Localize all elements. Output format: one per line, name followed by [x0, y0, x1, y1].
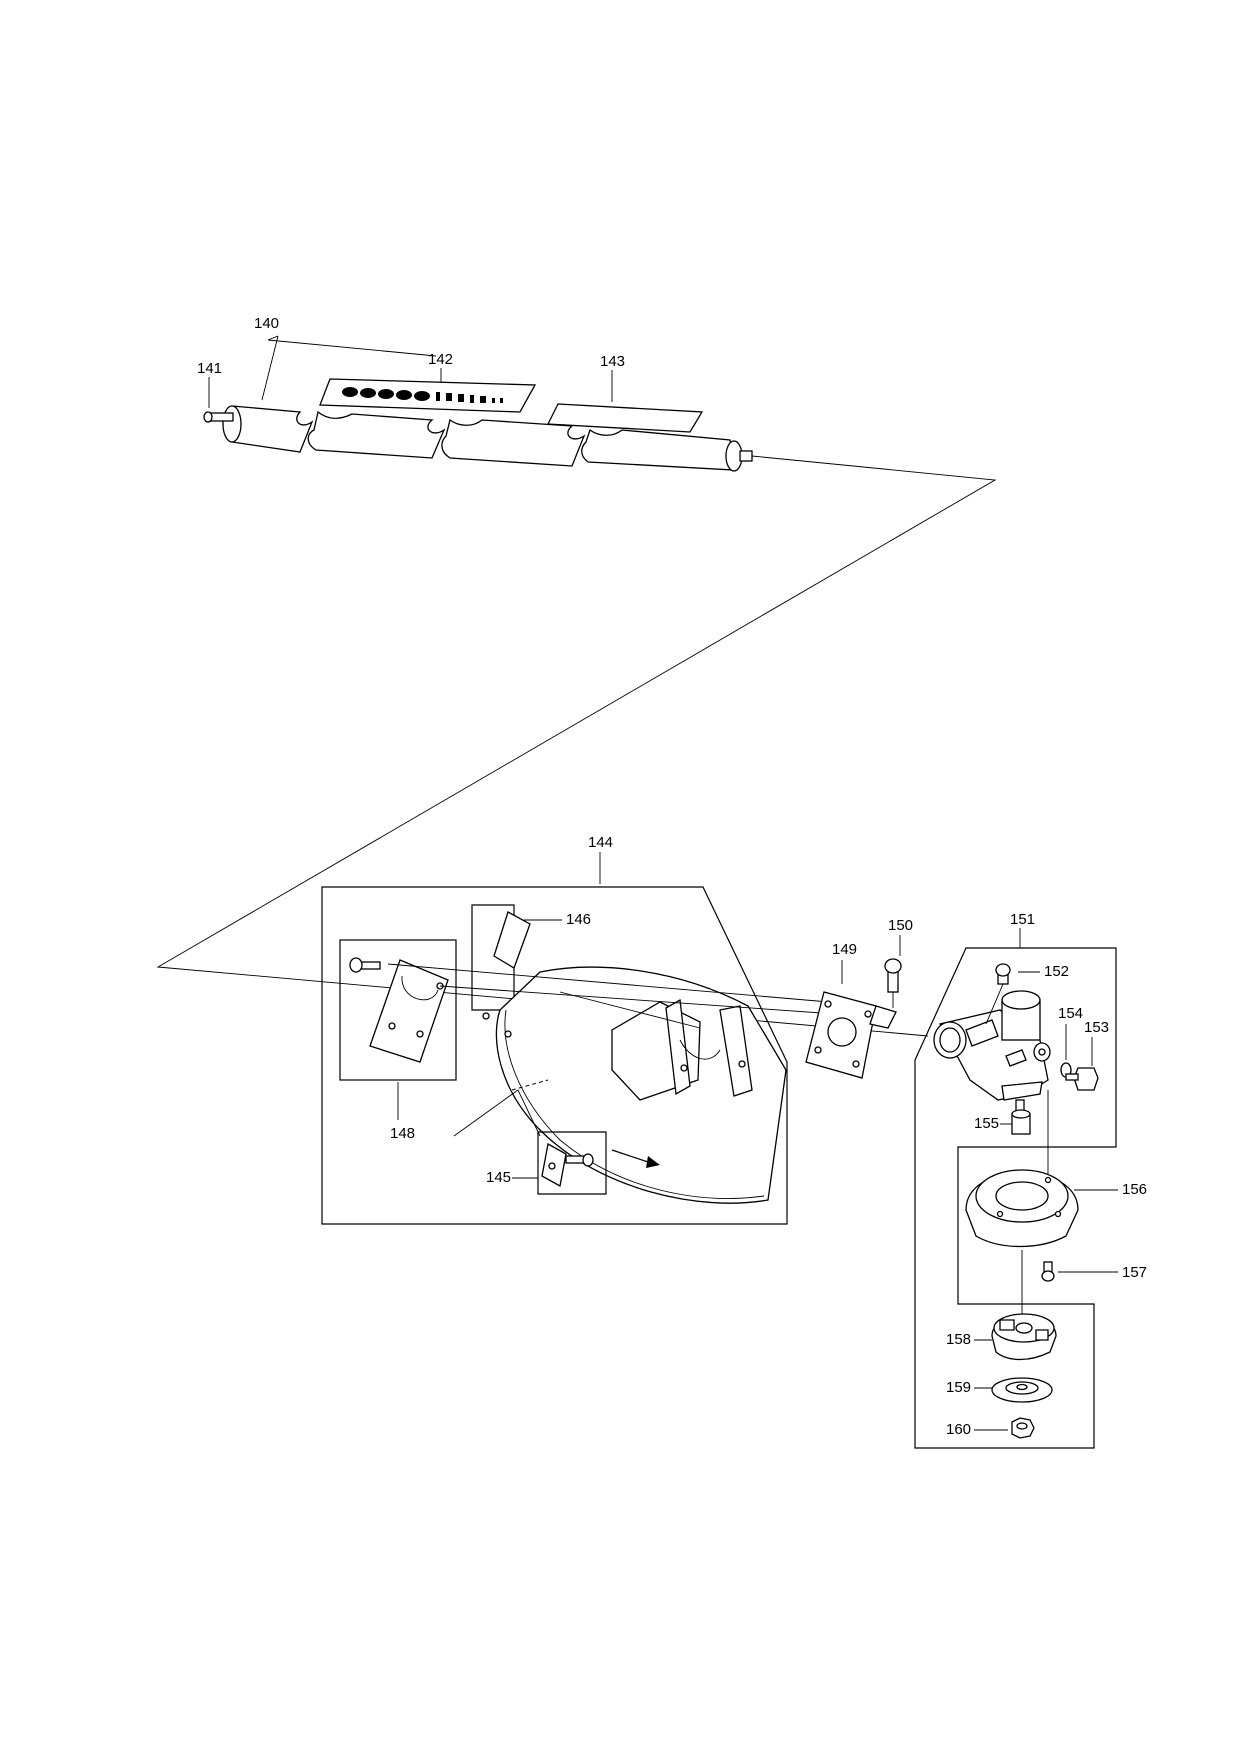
callout-144: 144: [588, 834, 613, 851]
callout-157: 157: [1122, 1264, 1147, 1281]
callout-146: 146: [566, 911, 591, 928]
nut-160: [1011, 1417, 1035, 1439]
gear-head-frame-151: [914, 947, 1117, 1449]
drive-shaft-141: [203, 411, 234, 423]
bracket-box-148: [339, 939, 457, 1081]
gear-case-151: [933, 990, 1051, 1113]
callout-143: 143: [600, 353, 625, 370]
callout-156: 156: [1122, 1181, 1147, 1198]
callout-151: 151: [1010, 911, 1035, 928]
leader-140-142: [267, 335, 437, 357]
bracket-plate-148: [349, 957, 449, 1063]
callout-149: 149: [832, 941, 857, 958]
callout-158: 158: [946, 1331, 971, 1348]
guard-assembly: 144 148 146: [321, 834, 853, 1225]
guard-frame-144: [321, 886, 788, 1225]
shaft-assembly: 140 141 142 143: [156, 315, 997, 1037]
bushing-155: [1011, 1109, 1031, 1135]
callout-140: 140: [254, 315, 279, 332]
assembly-line-guard-2: [439, 985, 837, 1015]
screw-152: [985, 963, 1011, 1025]
blade-box-145: [537, 1131, 607, 1195]
label-143: [546, 403, 704, 433]
mounting-plate-149: [805, 991, 897, 1079]
mounting-plate-group: 149 150: [805, 917, 913, 1079]
callout-154: 154: [1058, 1005, 1083, 1022]
callout-145: 145: [486, 1169, 511, 1186]
screw-157: [1041, 1261, 1055, 1282]
assembly-line-shaft: [156, 455, 997, 1037]
callout-150: 150: [888, 917, 913, 934]
assembly-line-guard-1: [387, 963, 853, 1005]
washer-159: [991, 1377, 1053, 1403]
callout-160: 160: [946, 1421, 971, 1438]
hidden-line-guard: [511, 1079, 549, 1091]
leader-140: [261, 335, 279, 401]
decal-142: [319, 378, 537, 413]
callout-148: 148: [390, 1125, 415, 1142]
callout-159: 159: [946, 1379, 971, 1396]
callout-153: 153: [1084, 1019, 1109, 1036]
callout-142: 142: [428, 351, 453, 368]
blade-145: [541, 1142, 594, 1188]
plate-146: [493, 911, 531, 969]
callout-141: 141: [197, 360, 222, 377]
gear-head-assembly: 151 152 154 153: [914, 911, 1147, 1449]
receiver-158: [991, 1313, 1057, 1361]
callout-152: 152: [1044, 963, 1069, 980]
shaft-tube-140: [222, 405, 753, 472]
bolt-153: [1065, 1067, 1099, 1091]
guard-body-144: [482, 966, 787, 1204]
protector-cup-156: [965, 1169, 1079, 1248]
screw-150: [884, 958, 902, 1008]
leader-145-guard: [453, 1089, 541, 1137]
callout-155: 155: [974, 1115, 999, 1132]
